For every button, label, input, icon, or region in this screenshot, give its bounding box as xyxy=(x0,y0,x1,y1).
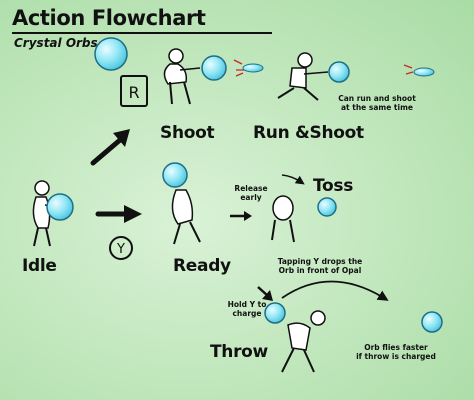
throw-figure xyxy=(281,310,326,373)
orb-shoot-large xyxy=(94,37,128,71)
page-title: Action Flowchart xyxy=(12,6,206,30)
state-label-shoot: Shoot xyxy=(160,123,215,143)
note-hold-y: Hold Y to charge xyxy=(227,300,267,318)
orb-shoot-flying xyxy=(233,59,264,77)
orb-throw-flying xyxy=(421,311,443,333)
r-button-icon: R xyxy=(120,75,148,107)
arrow-idle-to-shoot xyxy=(90,129,130,166)
note-charged-throw: Orb flies faster if throw is charged xyxy=(356,343,436,361)
orb-idle xyxy=(46,193,74,221)
run-shoot-figure xyxy=(277,52,329,101)
arrow-ready-to-tap xyxy=(230,211,252,221)
r-button-glyph: R xyxy=(128,83,139,102)
page-subtitle: Crystal Orbs xyxy=(14,36,98,50)
orb-throw-held xyxy=(264,302,286,324)
arrow-throw-trajectory xyxy=(281,280,389,301)
state-label-run-shoot: Run &Shoot xyxy=(253,123,364,143)
orb-run-flying xyxy=(403,64,435,77)
toss-figure xyxy=(271,195,295,243)
title-underline xyxy=(12,32,272,34)
orb-toss xyxy=(317,197,337,217)
arrow-idle-to-ready xyxy=(95,205,142,223)
y-button-glyph: Y xyxy=(116,242,125,257)
state-label-throw: Throw xyxy=(210,342,268,362)
state-label-ready: Ready xyxy=(173,256,231,276)
note-run-shoot: Can run and shoot at the same time xyxy=(338,94,416,112)
state-label-idle: Idle xyxy=(22,256,57,276)
orb-run-held xyxy=(328,61,350,83)
y-button-icon: Y xyxy=(109,236,133,260)
arrow-release-to-toss xyxy=(281,174,305,185)
orb-shoot-held xyxy=(201,55,227,81)
shoot-figure xyxy=(163,48,201,105)
note-release-early: Release early xyxy=(234,184,268,202)
orb-ready xyxy=(162,162,188,188)
note-tap-y: Tapping Y drops the Orb in front of Opal xyxy=(277,257,363,275)
state-label-toss: Toss xyxy=(313,176,354,196)
arrow-hold-to-throw xyxy=(257,286,273,301)
